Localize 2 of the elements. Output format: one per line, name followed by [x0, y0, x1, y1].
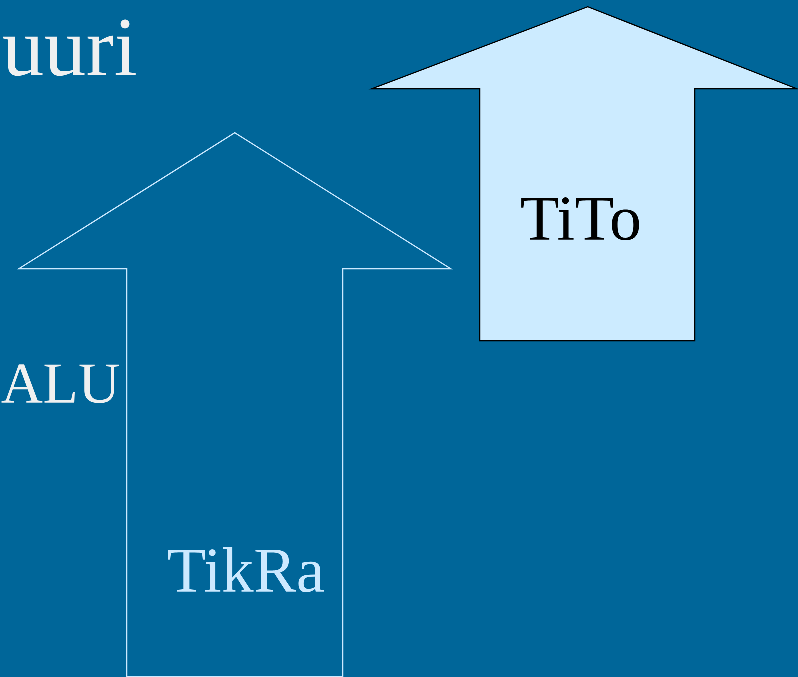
heading-text: ALU	[2, 364, 120, 404]
heading-text: uuri	[3, 20, 136, 76]
